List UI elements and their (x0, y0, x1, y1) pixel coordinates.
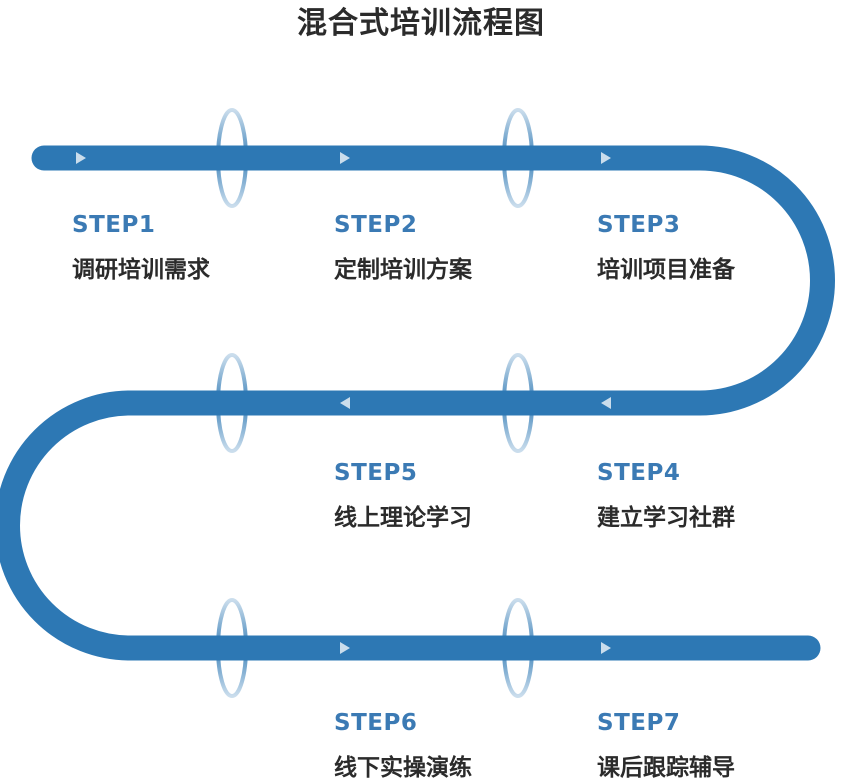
step-name: 线上理论学习 (334, 505, 472, 531)
step-label: STEP3 (597, 212, 681, 238)
step-label: STEP6 (334, 710, 418, 736)
step-name: 调研培训需求 (72, 257, 210, 283)
step-6: STEP6 线下实操演练 (334, 710, 472, 782)
arrow-right-icon (601, 642, 611, 654)
arrow-right-icon (601, 152, 611, 164)
step-name: 课后跟踪辅导 (597, 755, 735, 781)
step-label: STEP4 (597, 460, 681, 486)
step-name: 建立学习社群 (597, 505, 735, 531)
step-label: STEP7 (597, 710, 681, 736)
page-title: 混合式培训流程图 (297, 6, 545, 41)
arrow-right-icon (340, 152, 350, 164)
step-label: STEP2 (334, 212, 418, 238)
step-4: STEP4 建立学习社群 (597, 460, 735, 532)
step-label: STEP1 (72, 212, 156, 238)
arrow-right-icon (340, 642, 350, 654)
step-label: STEP5 (334, 460, 418, 486)
ring (216, 108, 248, 208)
step-5: STEP5 线上理论学习 (334, 460, 472, 532)
arrows (76, 152, 611, 654)
ring (216, 353, 248, 453)
step-name: 定制培训方案 (334, 257, 472, 283)
arrow-left-icon (601, 397, 611, 409)
ring (216, 598, 248, 698)
step-1: STEP1 调研培训需求 (72, 212, 210, 284)
ring (502, 108, 534, 208)
step-name: 线下实操演练 (334, 755, 472, 781)
arrow-left-icon (340, 397, 350, 409)
ring (502, 598, 534, 698)
step-3: STEP3 培训项目准备 (597, 212, 735, 284)
rings (216, 108, 534, 698)
step-2: STEP2 定制培训方案 (334, 212, 472, 284)
ring (502, 353, 534, 453)
step-name: 培训项目准备 (597, 257, 735, 283)
serpentine-path (0, 145, 835, 661)
step-7: STEP7 课后跟踪辅导 (597, 710, 735, 782)
arrow-right-icon (76, 152, 86, 164)
